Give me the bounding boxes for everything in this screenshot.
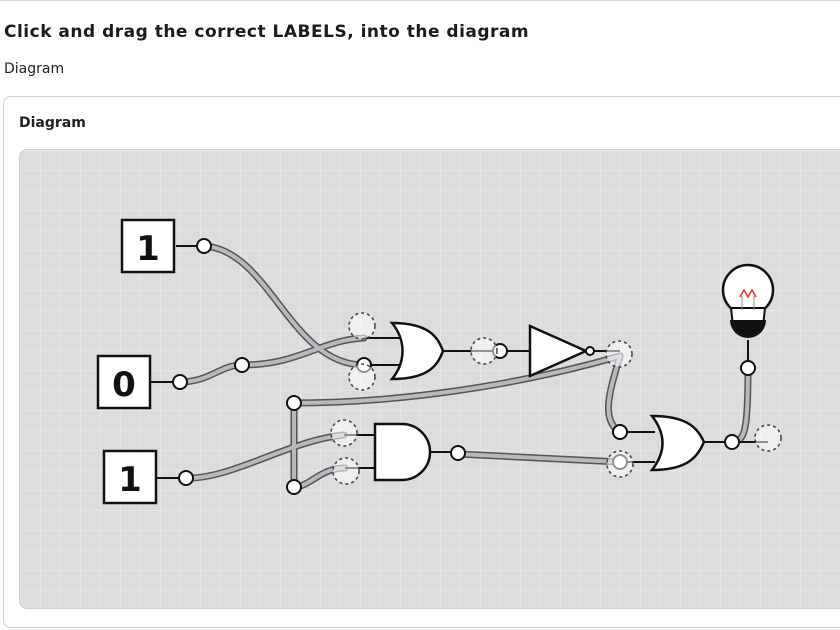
or-gate-top — [389, 321, 445, 381]
or-gate-bottom — [649, 414, 706, 472]
input-value-top: 1 — [136, 229, 160, 269]
drop-target-final-or-input[interactable] — [606, 450, 634, 478]
instruction-heading: Click and drag the correct LABELS, into … — [4, 22, 530, 42]
input-box-top: 1 — [120, 218, 176, 274]
drop-target-and-input-a[interactable] — [330, 419, 358, 447]
and-gate — [373, 422, 432, 482]
drop-target-or-input-b[interactable] — [348, 363, 376, 391]
not-gate — [528, 324, 590, 378]
drop-target-or-output[interactable] — [470, 337, 498, 365]
top-divider — [0, 0, 840, 1]
diagram-panel: Diagram — [3, 96, 840, 628]
diagram-canvas: 1 0 1 — [19, 149, 840, 609]
panel-title: Diagram — [19, 115, 86, 131]
drop-target-not-output[interactable] — [605, 340, 633, 368]
drop-target-final-output[interactable] — [754, 424, 782, 452]
section-label: Diagram — [4, 61, 65, 77]
wire-nodes — [172, 238, 756, 495]
logic-circuit: 1 0 1 — [96, 218, 782, 505]
drop-target-or-input-a[interactable] — [348, 312, 376, 340]
input-value-middle: 0 — [112, 365, 136, 405]
input-value-bottom: 1 — [118, 460, 142, 500]
light-bulb-icon — [721, 263, 775, 338]
drop-target-and-input-b[interactable] — [332, 457, 360, 485]
input-box-bottom: 1 — [102, 449, 158, 505]
input-box-middle: 0 — [96, 354, 152, 410]
